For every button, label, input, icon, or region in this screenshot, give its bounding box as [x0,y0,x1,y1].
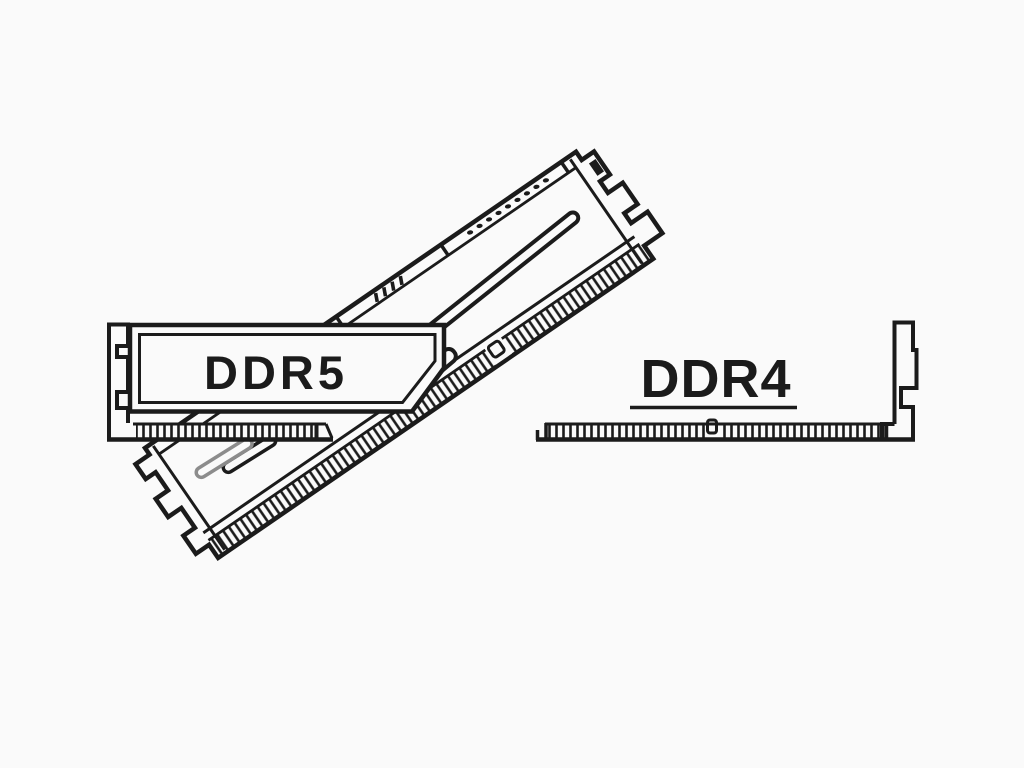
ddr5-socket-pins [136,424,315,439]
module-pin-band-hatch [208,244,651,557]
ddr5-box-inner [138,333,437,404]
module-right-end-inner-line [569,158,643,265]
module-key-notch-tab [486,339,506,359]
module-left-end-inner-line [152,445,226,551]
ddr4-label: DDR4 [640,349,791,409]
ddr5-socket [107,322,334,442]
ddr5-socket-end-step [324,423,334,439]
ddr4-latch-bracket-right [880,320,919,438]
ddr5-box-outer [127,322,447,414]
ddr4-key-notch-tab [706,418,718,435]
module-band-dots [467,178,549,235]
ddr5-latch-bracket-left [107,322,130,438]
ddr5-label: DDR5 [204,346,348,399]
module-band-dashes [373,275,404,303]
ddr5-label-box: DDR5 [127,322,447,414]
ddr4-socket: DDR4 [535,320,919,442]
module-clip-slot [588,158,605,176]
